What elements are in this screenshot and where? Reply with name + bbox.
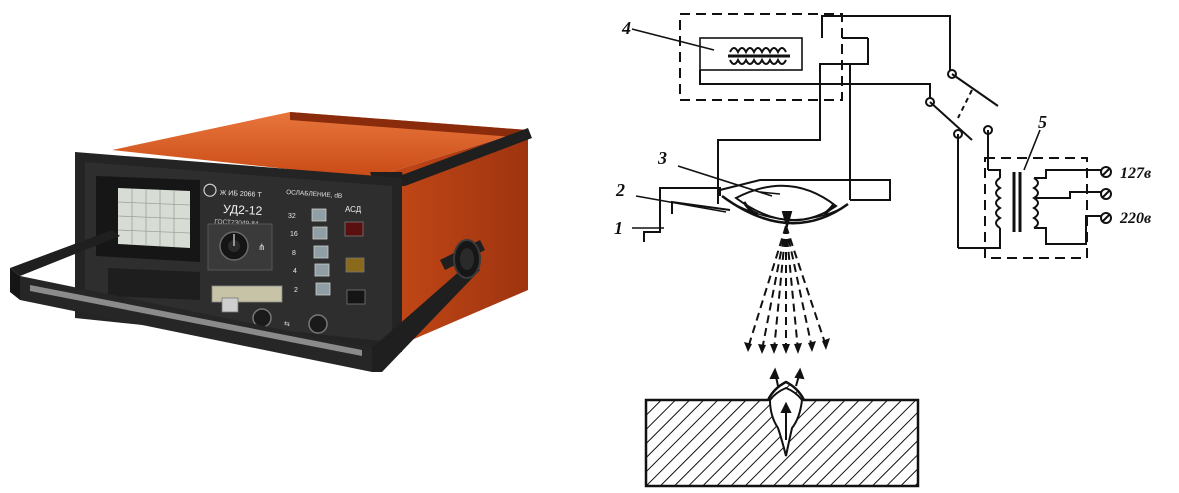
ultrasonic-beams	[747, 225, 827, 351]
mains-terminals	[1100, 166, 1112, 224]
brand-logo-icon	[203, 183, 217, 197]
handle-left-arm	[10, 230, 120, 276]
asd-label: АСД	[345, 205, 362, 214]
label-1: 1	[614, 218, 623, 238]
test-specimen	[644, 367, 920, 488]
voltage-127: 127в	[1120, 165, 1151, 182]
attenuation-button[interactable]	[313, 245, 329, 259]
power-box-5	[984, 157, 1088, 259]
crt-screen	[118, 188, 190, 248]
carrying-handle-front	[20, 276, 372, 372]
switch-contacts	[925, 69, 999, 248]
label-3: 3	[657, 148, 667, 168]
attenuation-button[interactable]	[315, 282, 331, 296]
attenuation-button[interactable]	[314, 263, 330, 277]
attenuation-step-label: 2	[294, 287, 298, 294]
asd-status-lamp	[345, 257, 365, 273]
attenuation-buttons: 32 16 8 4 2	[288, 208, 331, 296]
attenuation-step-label: 4	[293, 268, 297, 275]
device-standard: ГОСТ23049-84	[214, 218, 259, 227]
attenuation-label: ОСЛАБЛЕНИЕ, dB	[286, 189, 343, 200]
transformer-4	[699, 37, 803, 71]
handle-right-arm	[372, 262, 480, 372]
asd-switch[interactable]	[346, 289, 366, 305]
attenuation-button[interactable]	[312, 226, 328, 240]
voltage-220: 220в	[1119, 210, 1151, 227]
power-transformer-5	[958, 169, 1102, 249]
probe-connector[interactable]	[308, 314, 328, 334]
attenuation-button[interactable]	[311, 208, 327, 222]
flaw-detector-device: Ж ИБ 2066 Т УД2-12 ГОСТ23049-84 ОСЛАБЛЕН…	[10, 112, 532, 372]
connector-arrows-icon: ⇆	[284, 321, 290, 328]
device-model: УД2-12	[223, 202, 263, 218]
gain-symbol: ⋔	[258, 242, 266, 252]
schematic-diagram	[631, 13, 1112, 488]
label-2: 2	[615, 180, 625, 200]
probe-assembly	[643, 179, 891, 242]
attenuation-step-label: 8	[292, 250, 296, 257]
transformer-box-4	[679, 13, 843, 101]
asd-indicator-lamp	[344, 221, 364, 237]
brand-badge: Ж ИБ 2066 Т	[220, 190, 263, 199]
probe-connectors: ⇆	[252, 308, 328, 334]
label-5: 5	[1038, 112, 1047, 132]
label-4: 4	[621, 18, 631, 38]
attenuation-step-label: 16	[290, 231, 298, 238]
diagram-labels: 4 3 2 1 5 127в 220в	[614, 18, 1151, 238]
toggle-switch[interactable]	[221, 297, 239, 313]
beam-arrowheads	[744, 338, 830, 354]
gain-knob[interactable]	[207, 223, 273, 271]
attenuation-step-label: 32	[288, 213, 296, 220]
